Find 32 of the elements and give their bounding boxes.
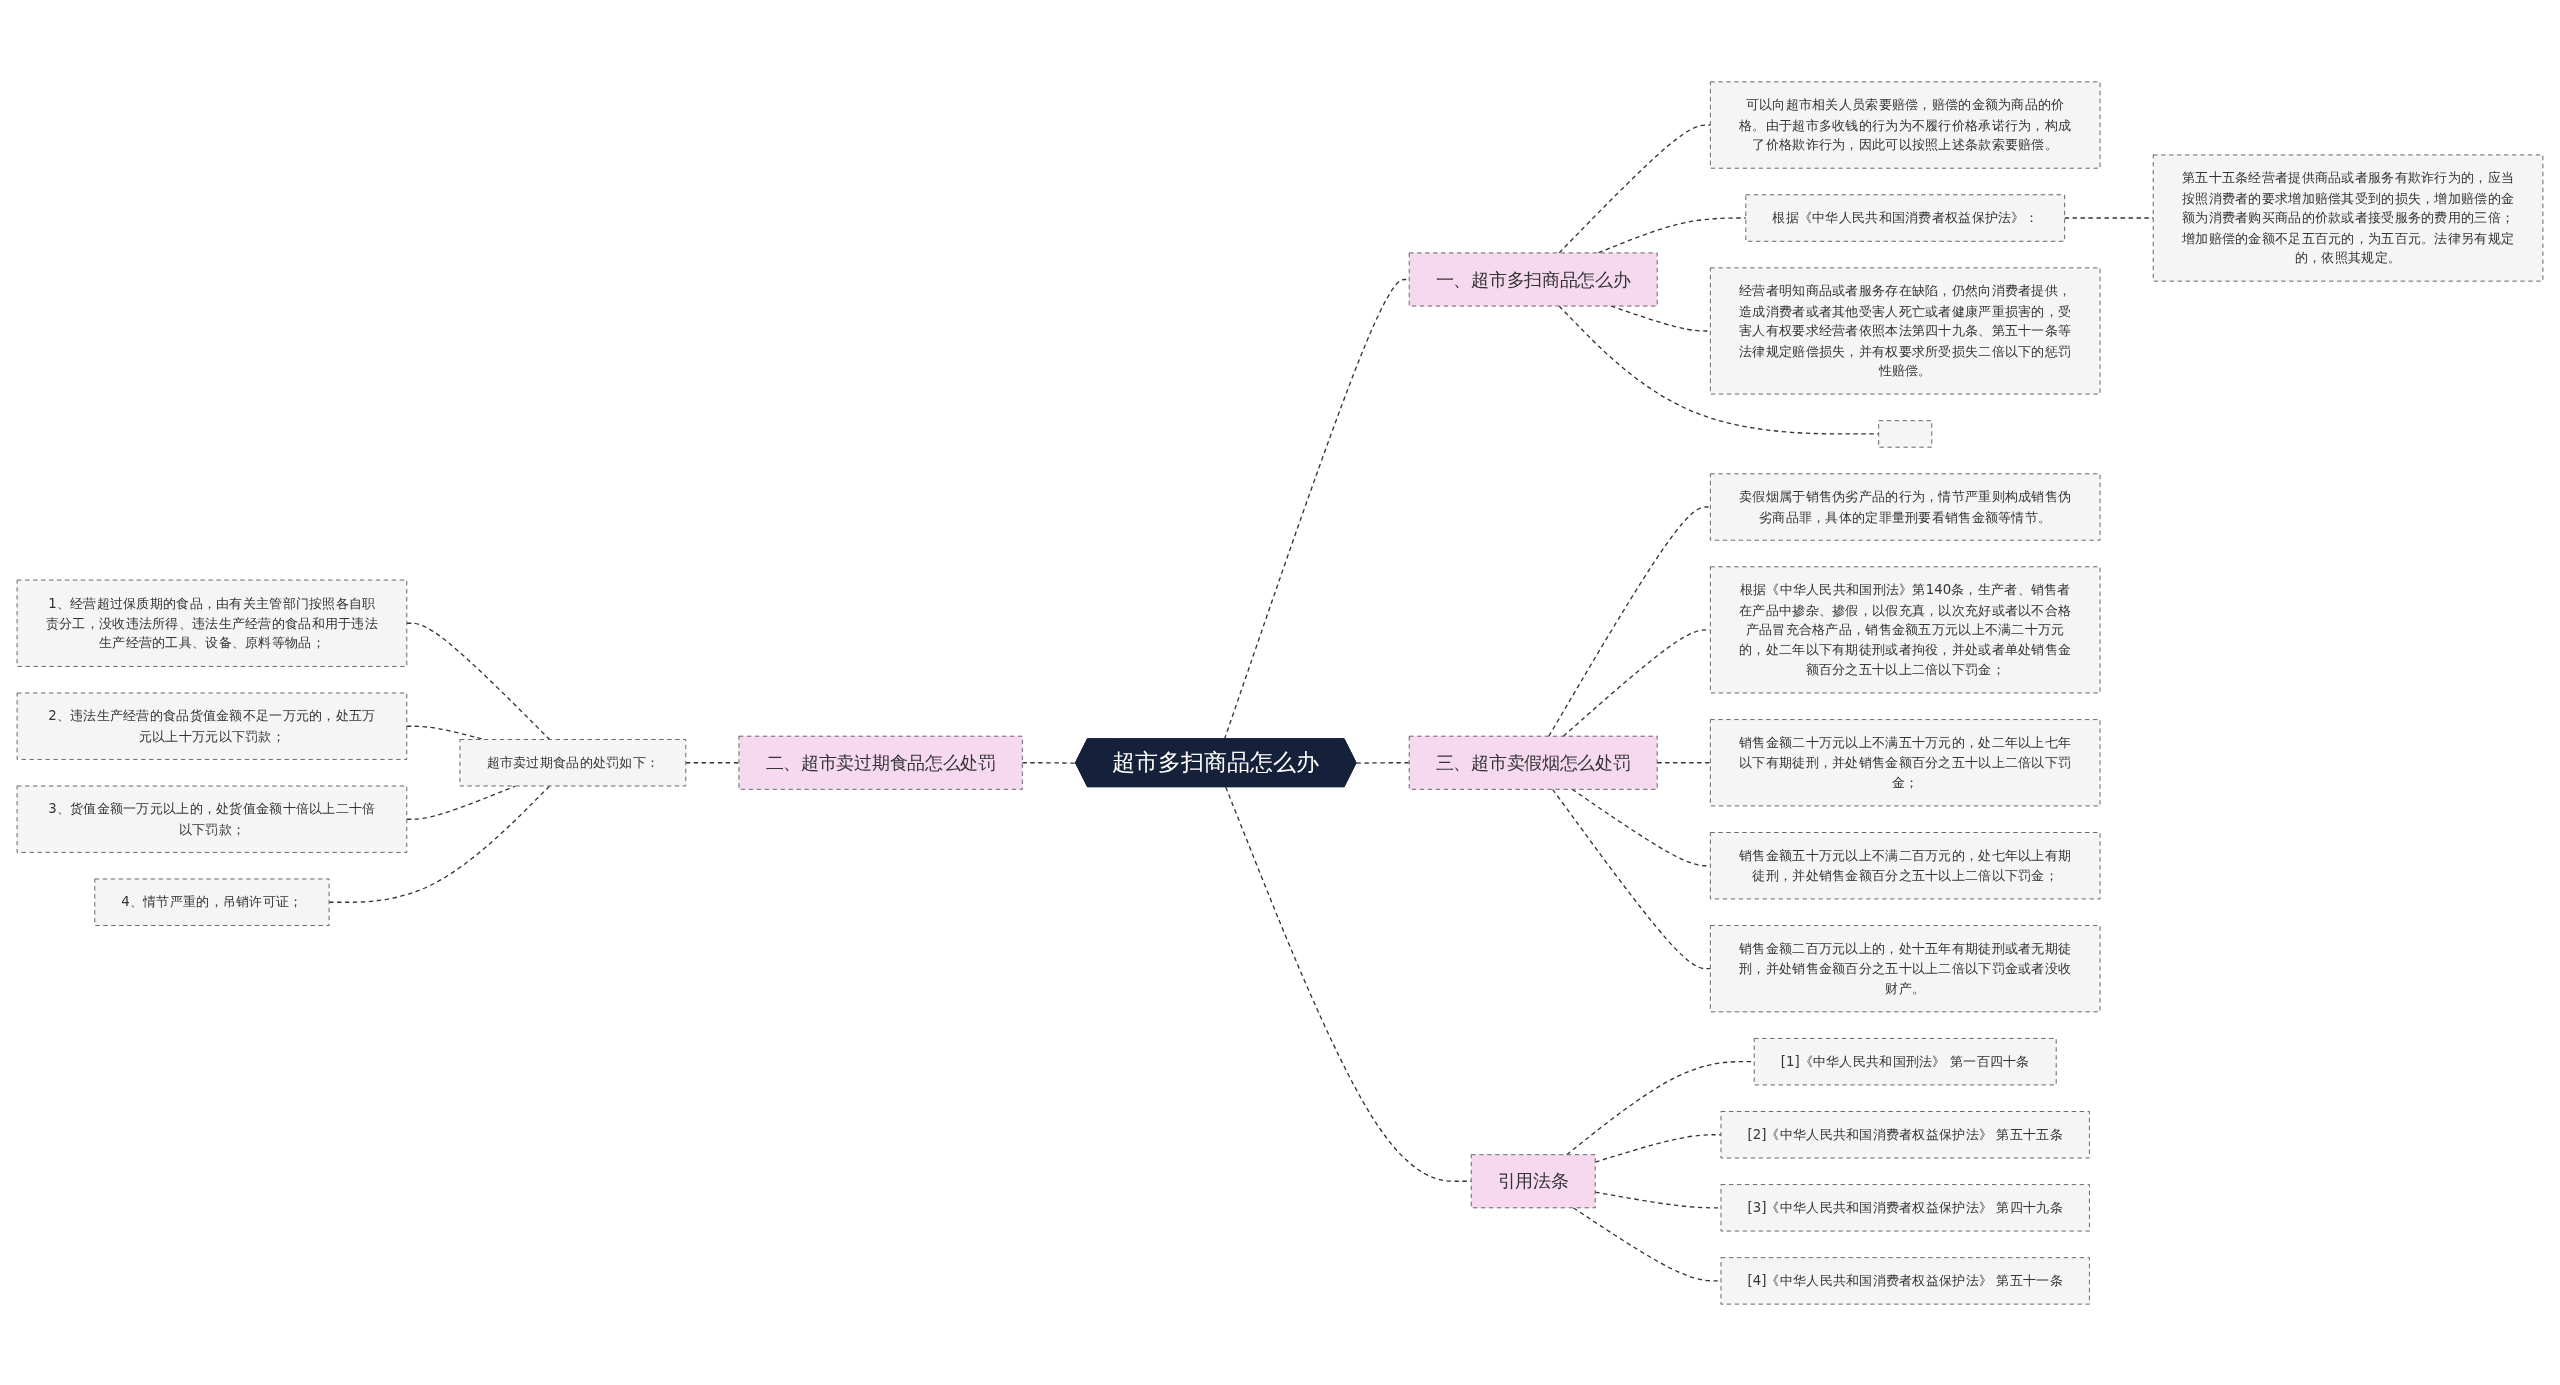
- node-box: [3]《中华人民共和国消费者权益保护法》 第四十九条: [1720, 1183, 2090, 1231]
- connector: [685, 761, 740, 763]
- connector: [406, 622, 551, 740]
- node-box: 根据《中华人民共和国消费者权益保护法》：: [1745, 193, 2066, 242]
- node-box: 引用法条: [1470, 1153, 1596, 1208]
- node-box: 1、经营超过保质期的食品，由有关主管部门按照各自职责分工，没收违法所得、违法生产经营的食品和用于违法生产经营的工具、设备、原料等物品；: [16, 579, 408, 667]
- node-box: 超市卖过期食品的处罚如下：: [459, 738, 687, 786]
- node-box: 一、超市多扫商品怎么办: [1408, 251, 1658, 306]
- node-box: 经营者明知商品或者服务存在缺陷，仍然向消费者提供，造成消费者或者其他受害人死亡或者健康严重损害的，受害人有权要求经营者依照本法第四十九条、第五十一条等法律规定赔偿损失，并有权要求所受损失二倍以下的惩罚性赔偿。: [1709, 266, 2101, 394]
- node-box: 三、超市卖假烟怎么处罚: [1408, 735, 1658, 790]
- connector: [1558, 123, 1711, 254]
- node-box: [1878, 419, 1933, 448]
- node-box: 销售金额二百万元以上的，处十五年有期徒刑或者无期徒刑，并处销售金额百分之五十以上二倍以下罚金或者没收财产。: [1709, 924, 2101, 1012]
- node-box: 第五十五条经营者提供商品或者服务有欺诈行为的，应当按照消费者的要求增加赔偿其受到的损失，增加赔偿的金额为消费者购买商品的价款或者接受服务的费用的三倍；增加赔偿的金额不足五百元的，为五百元。法律另有规定的，依照其规定。: [2152, 154, 2544, 282]
- node-box: 2、违法生产经营的食品货值金额不足一万元的，处五万元以上十万元以下罚款；: [16, 692, 408, 760]
- node-box: 销售金额二十万元以上不满五十万元的，处二年以上七年以下有期徒刑，并处销售金额百分之五十以上二倍以下罚金；: [1709, 718, 2101, 806]
- node-box: 卖假烟属于销售伪劣产品的行为，情节严重则构成销售伪劣商品罪，具体的定罪量刑要看销售金额等情节。: [1709, 472, 2101, 541]
- node-box: 可以向超市相关人员索要赔偿，赔偿的金额为商品的价格。由于超市多收钱的行为为不履行价格承诺行为，构成了价格欺诈行为，因此可以按照上述条款索要赔偿。: [1709, 80, 2101, 169]
- connector: [328, 784, 551, 903]
- node-box: 销售金额五十万元以上不满二百万元的，处七年以上有期徒刑，并处销售金额百分之五十以上二倍以下罚金；: [1709, 831, 2101, 899]
- node-box: [4]《中华人民共和国消费者权益保护法》 第五十一条: [1720, 1256, 2090, 1305]
- node-box: 根据《中华人民共和国刑法》第140条，生产者、销售者在产品中掺杂、掺假，以假充真，以次充好或者以不合格产品冒充合格产品，销售金额五万元以上不满二十万元的，处二年以下有期徒刑或者拘役，并处或者单处销售金额百分之五十以上二倍以下罚金；: [1709, 565, 2101, 693]
- connector: [1656, 761, 1711, 763]
- node-box: 二、超市卖过期食品怎么处罚: [738, 735, 1023, 790]
- connector: [1355, 761, 1410, 764]
- node-box: 4、情节严重的，吊销许可证；: [94, 878, 330, 926]
- node-box: 3、货值金额一万元以上的，处货值金额十倍以上二十倍以下罚款；: [16, 785, 408, 853]
- connector: [1021, 761, 1077, 764]
- connector: [1551, 788, 1711, 969]
- connector: [1548, 505, 1711, 737]
- node-box: [1]《中华人民共和国刑法》 第一百四十条: [1753, 1037, 2057, 1085]
- node-box: [2]《中华人民共和国消费者权益保护法》 第五十五条: [1720, 1110, 2090, 1158]
